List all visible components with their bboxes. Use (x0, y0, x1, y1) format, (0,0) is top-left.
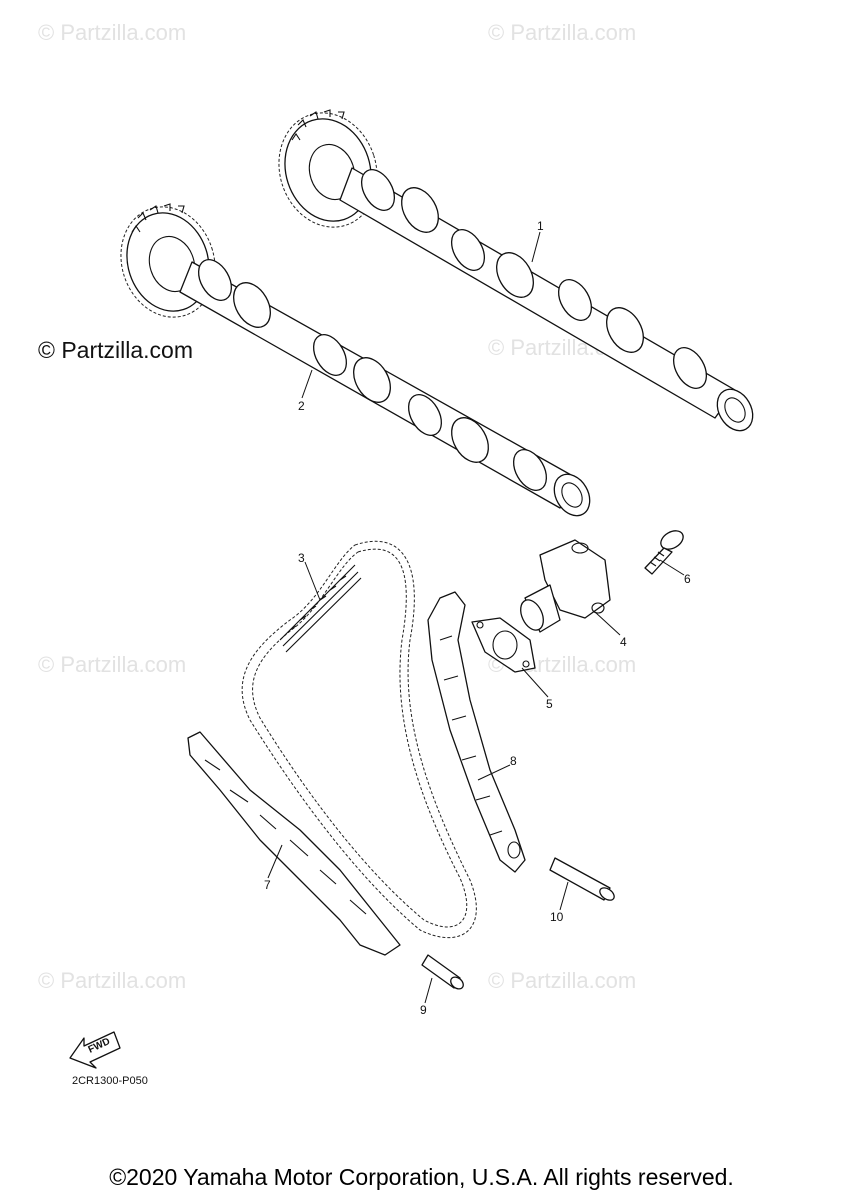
watermark: © Partzilla.com (38, 968, 187, 993)
callout-8: 8 (510, 754, 517, 768)
camshaft-1[interactable] (264, 100, 759, 437)
callout-1: 1 (537, 219, 544, 233)
fwd-arrow-icon: FWD (69, 1031, 121, 1069)
callout-6: 6 (684, 572, 691, 586)
watermark: © Partzilla.com (38, 20, 187, 45)
copyright-notice: ©2020 Yamaha Motor Corporation, U.S.A. A… (109, 1164, 734, 1190)
chain-guide-7[interactable] (187, 731, 401, 956)
watermark: © Partzilla.com (488, 968, 637, 993)
chain-guide-8[interactable] (427, 591, 526, 873)
watermark: © Partzilla.com (38, 652, 187, 677)
callout-7: 7 (264, 878, 271, 892)
callout-2: 2 (298, 399, 305, 413)
gasket-5[interactable] (471, 617, 536, 673)
camshaft-2[interactable] (107, 195, 597, 523)
callout-4: 4 (620, 635, 627, 649)
timing-chain-3[interactable] (241, 540, 477, 939)
pin-10[interactable] (549, 857, 616, 903)
callout-10: 10 (550, 910, 564, 924)
bolt-6[interactable] (644, 527, 686, 575)
reference-code: 2CR1300-P050 (72, 1075, 148, 1087)
leader-lines (267, 231, 685, 1004)
callout-3: 3 (298, 551, 305, 565)
chain-tensioner-4[interactable] (516, 539, 611, 634)
pin-9[interactable] (421, 954, 466, 991)
callout-5: 5 (546, 697, 553, 711)
watermark-primary: © Partzilla.com (38, 337, 193, 363)
watermark: © Partzilla.com (488, 20, 637, 45)
callout-9: 9 (420, 1003, 427, 1017)
